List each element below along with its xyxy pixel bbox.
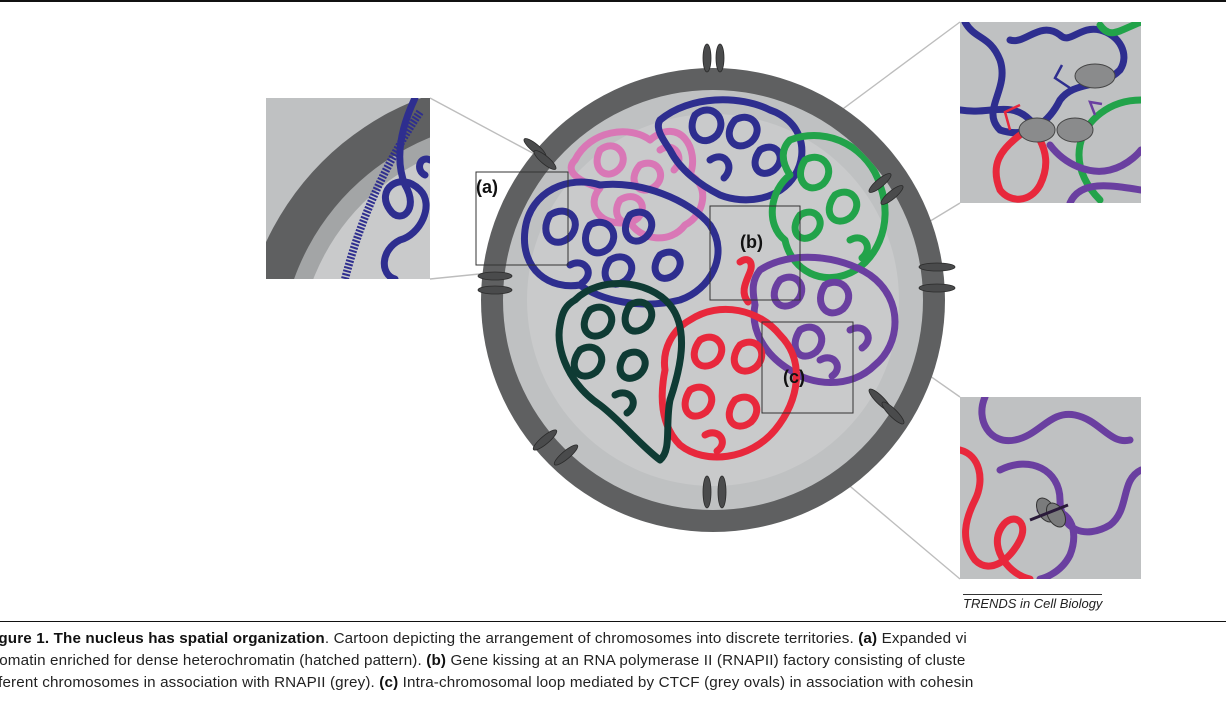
caption-line-3: fferent chromosomes in association with …: [0, 672, 1226, 694]
region-box-c: [761, 321, 854, 414]
caption-text: Gene kissing at an RNA polymerase II (RN…: [446, 652, 966, 669]
caption-text: romatin enriched for dense heterochromat…: [0, 652, 427, 669]
label-a: (a): [476, 177, 498, 197]
label-b: (b): [740, 232, 763, 252]
rnapii-ovals: [1018, 63, 1116, 143]
label-c: (c): [783, 367, 805, 387]
chromosome-blue-left: [520, 178, 722, 308]
chromosome-dark-green: [555, 280, 685, 464]
chromosome-green: [768, 132, 889, 282]
transcription-arrows: [1003, 64, 1103, 131]
figure-caption: igure 1. The nucleus has spatial organiz…: [0, 628, 1226, 694]
cohesin-ring: [1029, 503, 1069, 522]
caption-text: (a): [858, 630, 878, 647]
chromosome-purple: [749, 253, 899, 386]
figure-credit: TRENDS in Cell Biology: [963, 594, 1103, 611]
caption-text: (b): [426, 652, 447, 669]
inset-a: [266, 98, 430, 279]
inset-b: [960, 22, 1141, 203]
region-box-b: [709, 205, 801, 301]
caption-text: (c): [379, 674, 399, 691]
nucleus: (a) (b) (c): [475, 43, 956, 532]
caption-text: Intra-chromosomal loop mediated by CTCF …: [398, 674, 974, 691]
caption-text: . Cartoon depicting the arrangement of c…: [324, 630, 859, 647]
caption-rule: [0, 621, 1226, 622]
nucleus-figure: (a) (b) (c): [266, 21, 1141, 580]
caption-text: fferent chromosomes in association with …: [0, 674, 380, 691]
caption-line-2: romatin enriched for dense heterochromat…: [0, 650, 1226, 672]
region-box-a: [475, 171, 569, 266]
top-rule: [0, 0, 1226, 2]
caption-figure-number: igure 1.: [0, 630, 50, 647]
chromosome-red: [658, 256, 800, 461]
nuclear-pores: [477, 43, 956, 509]
caption-title: The nucleus has spatial organization: [53, 630, 325, 647]
caption-text: Expanded vi: [877, 630, 967, 647]
chromosome-pink: [567, 128, 707, 242]
caption-line-1: igure 1. The nucleus has spatial organiz…: [0, 628, 1226, 650]
inset-c: [960, 397, 1141, 579]
